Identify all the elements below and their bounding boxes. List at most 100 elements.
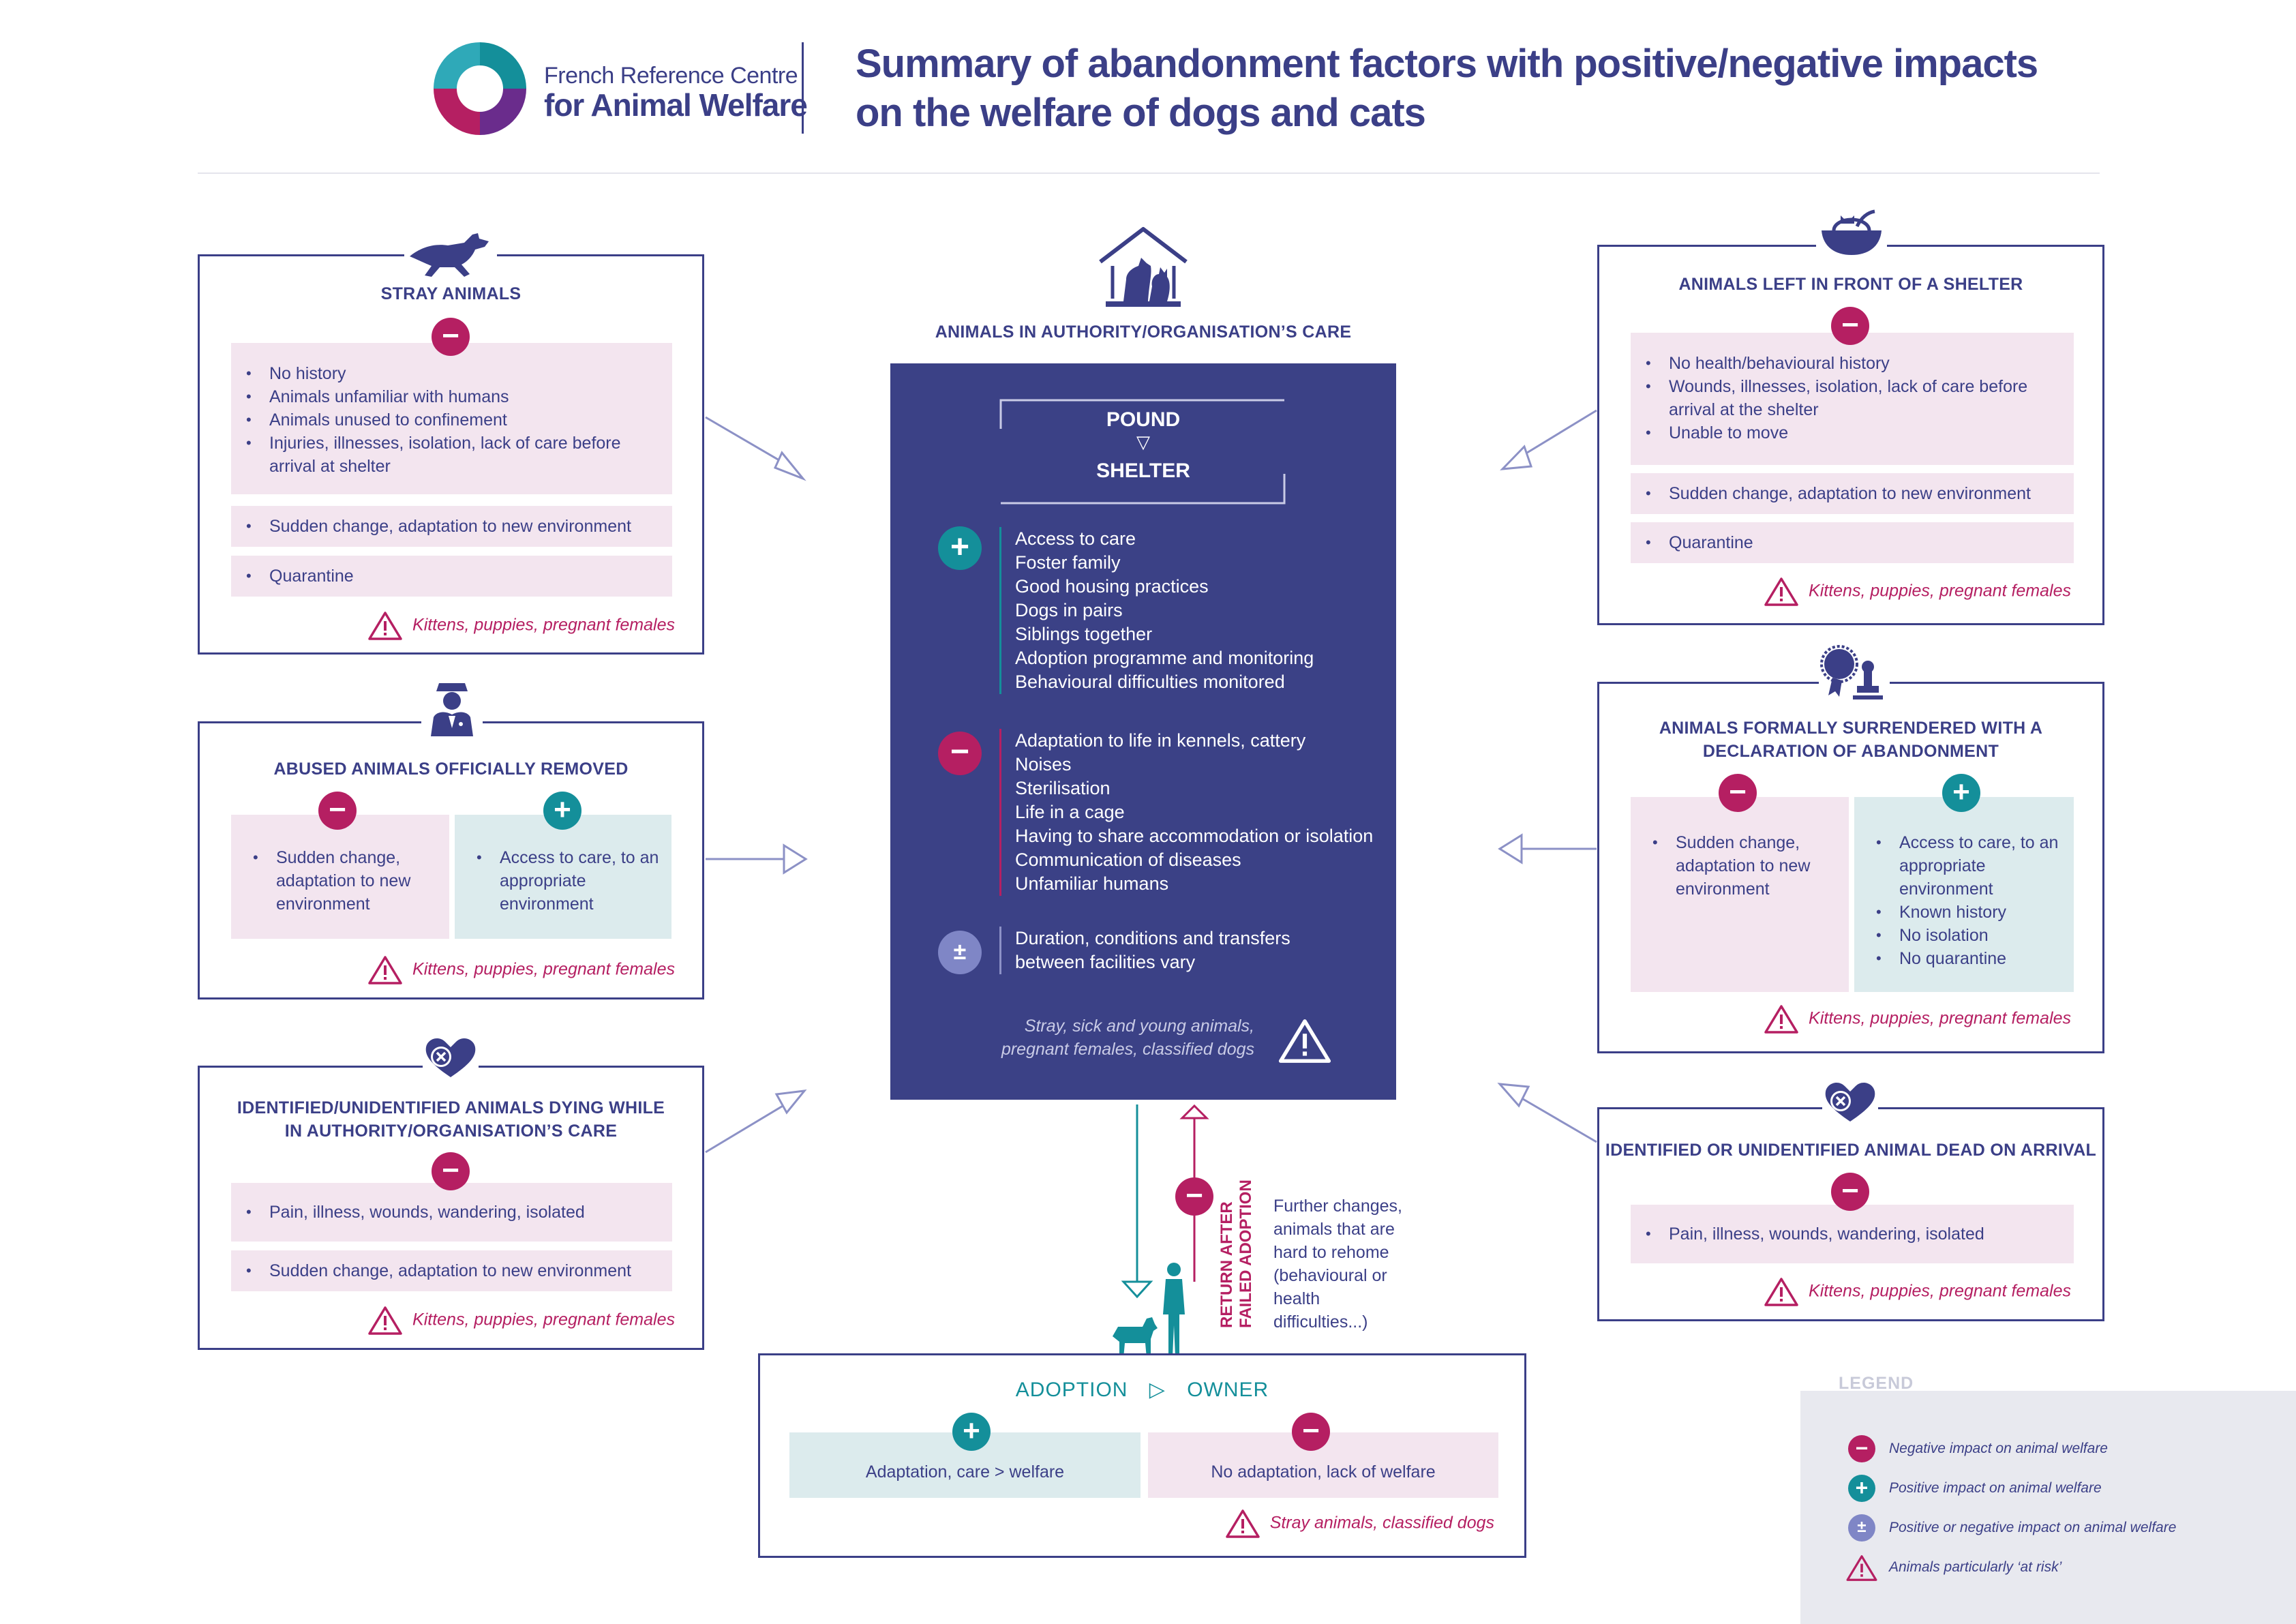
- list-item: Sudden change, adaptation to new environ…: [231, 515, 631, 538]
- header-divider: [802, 42, 804, 134]
- list-item: Wounds, illnesses, isolation, lack of ca…: [1631, 375, 2053, 421]
- list-item: Known history: [1861, 901, 2066, 924]
- list-item: Unfamiliar humans: [1015, 873, 1169, 894]
- list-item: Quarantine: [1631, 531, 1753, 554]
- list-item: Sudden change, adaptation to new environ…: [238, 846, 436, 916]
- list-item: Adoption programme and monitoring: [1015, 648, 1314, 668]
- central-pos-list: Access to care Foster family Good housin…: [999, 527, 1314, 694]
- central-title: ANIMALS IN AUTHORITY/ORGANISATION’S CARE: [935, 322, 1352, 342]
- logo: [428, 37, 532, 140]
- stray-animals-box: STRAY ANIMALS No history Animals unfamil…: [198, 254, 704, 655]
- list-item: Pain, illness, wounds, wandering, isolat…: [231, 1201, 585, 1224]
- officer-icon: [421, 679, 483, 738]
- minus-icon: −: [1831, 1173, 1869, 1211]
- owner-with-dog-icon: [1108, 1260, 1190, 1359]
- dead-arrival-risk: Kittens, puppies, pregnant females: [1764, 1277, 2071, 1307]
- central-risk-text: Stray, sick and young animals, pregnant …: [1001, 1017, 1254, 1059]
- stray-neg-list: No history Animals unfamiliar with human…: [231, 362, 654, 478]
- list-item: No history: [231, 362, 654, 385]
- dying-panel-2: Sudden change, adaptation to new environ…: [231, 1250, 672, 1291]
- list-item: Life in a cage: [1015, 802, 1125, 822]
- list-item: Adaptation to life in kennels, cattery: [1015, 730, 1306, 751]
- left-front-panel-2: Sudden change, adaptation to new environ…: [1631, 473, 2074, 514]
- minus-icon: −: [1719, 774, 1757, 812]
- abused-title: ABUSED ANIMALS OFFICIALLY REMOVED: [273, 760, 629, 779]
- warning-icon: [1764, 1277, 1799, 1307]
- stray-panel-2: Sudden change, adaptation to new environ…: [231, 506, 672, 547]
- broken-heart-icon: [1822, 1081, 1878, 1124]
- adoption-neg-text: No adaptation, lack of welfare: [1211, 1462, 1436, 1482]
- central-neg-list: Adaptation to life in kennels, cattery N…: [999, 729, 1373, 896]
- left-front-risk: Kittens, puppies, pregnant females: [1764, 577, 2071, 607]
- warning-icon: [367, 955, 403, 985]
- adoption-pos-text: Adaptation, care > welfare: [865, 1462, 1065, 1482]
- header-rule: [198, 172, 2100, 174]
- left-front-title: ANIMALS LEFT IN FRONT OF A SHELTER: [1678, 275, 2023, 294]
- list-item: Pain, illness, wounds, wandering, isolat…: [1631, 1222, 1984, 1246]
- surrendered-title: ANIMALS FORMALLY SURRENDERED WITH A DECL…: [1659, 719, 2043, 761]
- logo-text: French Reference Centre for Animal Welfa…: [544, 63, 808, 123]
- cat-basket-icon: [1816, 203, 1887, 260]
- left-in-front-box: ANIMALS LEFT IN FRONT OF A SHELTER No he…: [1597, 245, 2104, 625]
- dying-risk: Kittens, puppies, pregnant females: [367, 1306, 675, 1336]
- logo-line1: French Reference Centre: [544, 63, 798, 89]
- left-front-neg-panel: No health/behavioural history Wounds, il…: [1631, 333, 2074, 465]
- legend-mixed: Positive or negative impact on animal we…: [1889, 1520, 2177, 1535]
- return-description: Further changes, animals that are hard t…: [1273, 1197, 1402, 1332]
- list-item: Foster family: [1015, 552, 1121, 573]
- stray-neg-panel: No history Animals unfamiliar with human…: [231, 343, 672, 494]
- list-item: Sterilisation: [1015, 778, 1111, 798]
- minus-icon: −: [1175, 1177, 1213, 1216]
- list-item: Duration, conditions and transfers: [1015, 928, 1290, 948]
- plus-icon: +: [938, 526, 982, 570]
- plus-icon: +: [543, 792, 581, 830]
- list-item: Access to care, to an appropriate enviro…: [462, 846, 659, 916]
- warning-icon: [367, 1306, 403, 1336]
- pound-shelter-arrow: ▽: [1136, 432, 1150, 452]
- minus-icon: −: [938, 732, 982, 775]
- broken-heart-icon: [423, 1036, 479, 1080]
- warning-icon: [1764, 1004, 1799, 1034]
- plus-icon: +: [952, 1413, 991, 1451]
- adoption-title: ADOPTION ▷ OWNER: [1015, 1379, 1269, 1401]
- adoption-risk: Stray animals, classified dogs: [1225, 1509, 1494, 1539]
- dying-panel-1: Pain, illness, wounds, wandering, isolat…: [231, 1183, 672, 1242]
- abused-pos-list: Access to care, to an appropriate enviro…: [462, 846, 659, 916]
- minus-icon: −: [1831, 307, 1869, 345]
- legend-title: LEGEND: [1839, 1374, 1914, 1393]
- page-title: Summary of abandonment factors with posi…: [856, 42, 2038, 135]
- legend-negative: Negative impact on animal welfare: [1889, 1441, 2108, 1456]
- dead-arrival-title: IDENTIFIED OR UNIDENTIFIED ANIMAL DEAD O…: [1605, 1141, 2097, 1160]
- surrendered-pos-list: Access to care, to an appropriate enviro…: [1861, 831, 2066, 970]
- dying-title: IDENTIFIED/UNIDENTIFIED ANIMALS DYING WH…: [237, 1098, 665, 1141]
- surrendered-neg-panel: Sudden change, adaptation to new environ…: [1631, 797, 1849, 992]
- stray-risk: Kittens, puppies, pregnant females: [367, 611, 675, 641]
- plus-icon: +: [1848, 1475, 1875, 1502]
- surrendered-neg-list: Sudden change, adaptation to new environ…: [1637, 831, 1835, 901]
- list-item: Communication of diseases: [1015, 849, 1241, 870]
- stray-title: STRAY ANIMALS: [380, 284, 522, 303]
- list-item: Injuries, illnesses, isolation, lack of …: [231, 432, 654, 478]
- plus-icon: +: [1942, 774, 1980, 812]
- left-front-panel-3: Quarantine: [1631, 522, 2074, 563]
- list-item: Siblings together: [1015, 624, 1153, 644]
- running-dog-icon: [404, 229, 497, 281]
- minus-icon: −: [1848, 1435, 1875, 1462]
- logo-line2: for Animal Welfare: [544, 87, 808, 123]
- warning-icon: [1764, 577, 1799, 607]
- central-mixed-list: Duration, conditions and transfers betwe…: [999, 927, 1290, 974]
- abused-neg-panel: Sudden change, adaptation to new environ…: [231, 815, 449, 939]
- abused-risk: Kittens, puppies, pregnant females: [367, 955, 675, 985]
- list-item: Having to share accommodation or isolati…: [1015, 826, 1374, 846]
- warning-icon: [367, 611, 403, 641]
- plus-minus-icon: ±: [1848, 1514, 1875, 1542]
- abused-neg-list: Sudden change, adaptation to new environ…: [238, 846, 436, 916]
- list-item: Dogs in pairs: [1015, 600, 1123, 620]
- list-item: Animals unused to confinement: [231, 408, 654, 432]
- legend-risk: Animals particularly ‘at risk’: [1889, 1559, 2062, 1575]
- minus-icon: −: [318, 792, 357, 830]
- official-seal-icon: [1819, 644, 1890, 701]
- list-item: Sudden change, adaptation to new environ…: [1637, 831, 1835, 901]
- shelter-house-icon: [1096, 225, 1190, 310]
